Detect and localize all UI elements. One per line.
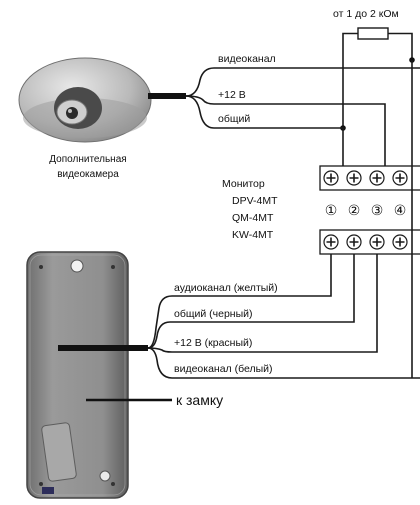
panel-wire-common [147, 254, 355, 349]
camera-wire-12v-label: +12 В [218, 89, 246, 101]
resistor-body [357, 27, 389, 40]
panel-wire-common-label: общий (черный) [174, 308, 253, 320]
terminal-screws-top [323, 170, 408, 186]
camera-caption-line2: видеокамера [57, 169, 119, 180]
resistor: от 1 до 2 кОм [333, 8, 415, 131]
lock-label: к замку [176, 392, 223, 408]
panel-wire-video-label: видеоканал (белый) [174, 363, 273, 375]
terminal-screws-bottom [323, 234, 408, 250]
resistor-lead-left [342, 32, 358, 128]
brand-logo [42, 487, 54, 494]
terminal-number-1: ① [325, 202, 338, 218]
monitor-model-1: DPV-4MT [232, 195, 278, 207]
terminal-number-3: ③ [371, 202, 384, 218]
camera-caption-line1: Дополнительная [49, 154, 126, 165]
panel-wire-audio-label: аудиоканал (желтый) [174, 282, 278, 294]
monitor-model-3: KW-4MT [232, 229, 274, 241]
monitor-title: Монитор [222, 178, 265, 190]
monitor-terminal-block: ① ② ③ ④ [319, 165, 420, 255]
panel-wire-12v-label: +12 В (красный) [174, 337, 252, 349]
panel-wire-audio [147, 254, 332, 349]
camera-wire-video-label: видеоканал [218, 53, 276, 65]
resistor-label: от 1 до 2 кОм [333, 8, 399, 20]
camera-wire-12v [185, 95, 386, 178]
camera-wire-common [185, 95, 344, 178]
door-panel [26, 251, 129, 499]
camera-wire-common-label: общий [218, 113, 250, 125]
panel-wire-video [147, 347, 420, 379]
terminal-number-4: ④ [394, 202, 407, 218]
resistor-lead-right [388, 32, 413, 60]
camera-wire-video [185, 67, 420, 97]
monitor-model-2: QM-4MT [232, 212, 274, 224]
panel-wire-12v [147, 254, 378, 353]
camera-icon [18, 57, 152, 143]
terminal-number-2: ② [348, 202, 361, 218]
